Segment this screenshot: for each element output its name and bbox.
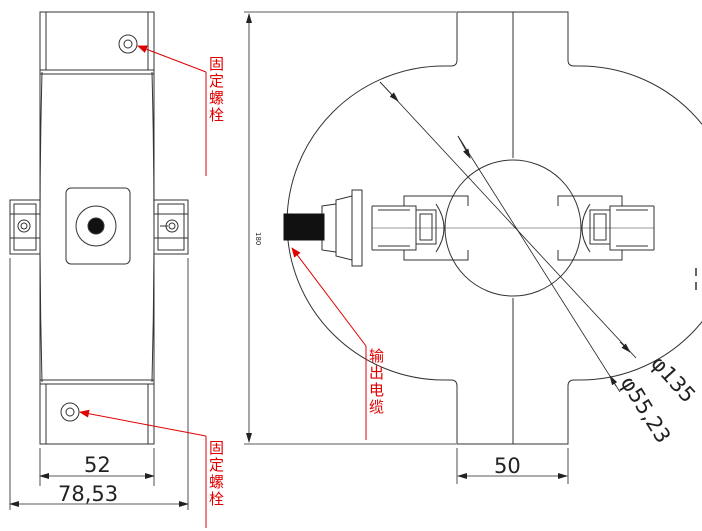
dim-diameter-outer: φ135 <box>646 351 700 407</box>
output-port-hole <box>87 217 105 235</box>
left-bracket <box>9 199 41 255</box>
fixing-bolt-label-top: 固定螺栓 <box>207 56 225 124</box>
dim-base-width: 50 <box>494 454 521 478</box>
cable-leader <box>291 247 367 440</box>
front-view-dimensions <box>244 11 637 484</box>
bottom-bolt-icon <box>60 402 80 422</box>
bolt-leaders <box>79 45 207 528</box>
dim-outer-width: 78,53 <box>58 482 118 506</box>
output-cable-label: 输出电缆 <box>367 348 385 416</box>
dim-line-dia-135 <box>379 81 637 359</box>
fixing-bolt-label-bottom: 固定螺栓 <box>207 440 225 508</box>
output-cable <box>283 213 325 241</box>
side-view-dimensions <box>9 258 189 510</box>
dim-inner-width: 52 <box>84 453 111 477</box>
front-body-outline <box>286 11 702 445</box>
side-view <box>9 11 189 445</box>
cable-gland <box>321 189 363 267</box>
front-view <box>283 11 702 445</box>
top-bolt-icon <box>118 34 138 54</box>
output-port-frame <box>65 187 131 265</box>
dim-line-dia-55 <box>457 135 621 393</box>
left-clamp <box>371 195 469 261</box>
right-clamp <box>557 195 655 261</box>
dim-height: 180 <box>254 232 262 245</box>
right-bracket <box>153 199 189 255</box>
